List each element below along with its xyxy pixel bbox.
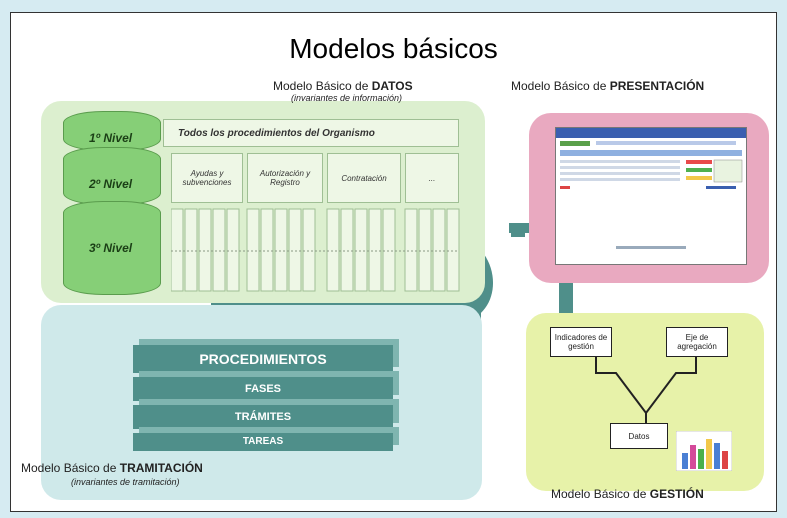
category-cell: Autorización y Registro	[247, 153, 323, 203]
level2-cylinder	[63, 147, 161, 205]
connector-gestion	[559, 283, 573, 317]
fases-layer: FASES	[133, 377, 393, 401]
category-cell: Ayudas y subvenciones	[171, 153, 243, 203]
gestion-model-label: Modelo Básico de GESTIÓN	[551, 487, 704, 501]
category-cell: Contratación	[327, 153, 401, 203]
level1-cylinder	[63, 111, 161, 151]
gestion-panel: Indicadores de gestión Eje de agregación…	[526, 313, 764, 491]
screenshot-thumbnail	[555, 127, 747, 265]
merge-arrow	[595, 357, 697, 425]
level3-columns	[171, 208, 460, 292]
bar-chart-icon	[676, 431, 732, 471]
tramitacion-panel: PROCEDIMIENTOS FASES TRÁMITES TAREAS	[41, 305, 482, 500]
tramites-layer: TRÁMITES	[133, 405, 393, 429]
diagram-frame: Modelos básicos 1º Nivel 2º Nivel 3º Niv…	[10, 12, 777, 512]
connector-link	[509, 223, 531, 233]
tareas-layer: TAREAS	[133, 433, 393, 451]
page-title: Modelos básicos	[289, 33, 498, 64]
datos-model-label: Modelo Básico de DATOS	[273, 79, 413, 93]
indicadores-box: Indicadores de gestión	[550, 327, 612, 357]
presentacion-model-label: Modelo Básico de PRESENTACIÓN	[511, 79, 705, 93]
tramitacion-subtitle: (invariantes de tramitación)	[71, 477, 180, 487]
all-procedures-cell: Todos los procedimientos del Organismo	[163, 119, 459, 147]
datos-subtitle: (invariantes de información)	[291, 93, 403, 103]
eje-agregacion-box: Eje de agregación	[666, 327, 728, 357]
application-window-thumbnail	[556, 128, 746, 249]
level2-label: 2º Nivel	[89, 177, 133, 191]
category-cell: ...	[405, 153, 459, 203]
level3-label: 3º Nivel	[89, 241, 133, 255]
datos-panel: 1º Nivel 2º Nivel 3º Nivel Todos los pro…	[41, 101, 485, 303]
procedimientos-layer: PROCEDIMIENTOS	[133, 345, 393, 373]
tramitacion-model-label: Modelo Básico de TRAMITACIÓN	[21, 461, 203, 475]
datos-box: Datos	[610, 423, 668, 449]
level1-label: 1º Nivel	[89, 131, 133, 145]
level3-cylinder	[63, 201, 161, 295]
presentacion-panel	[529, 113, 769, 283]
